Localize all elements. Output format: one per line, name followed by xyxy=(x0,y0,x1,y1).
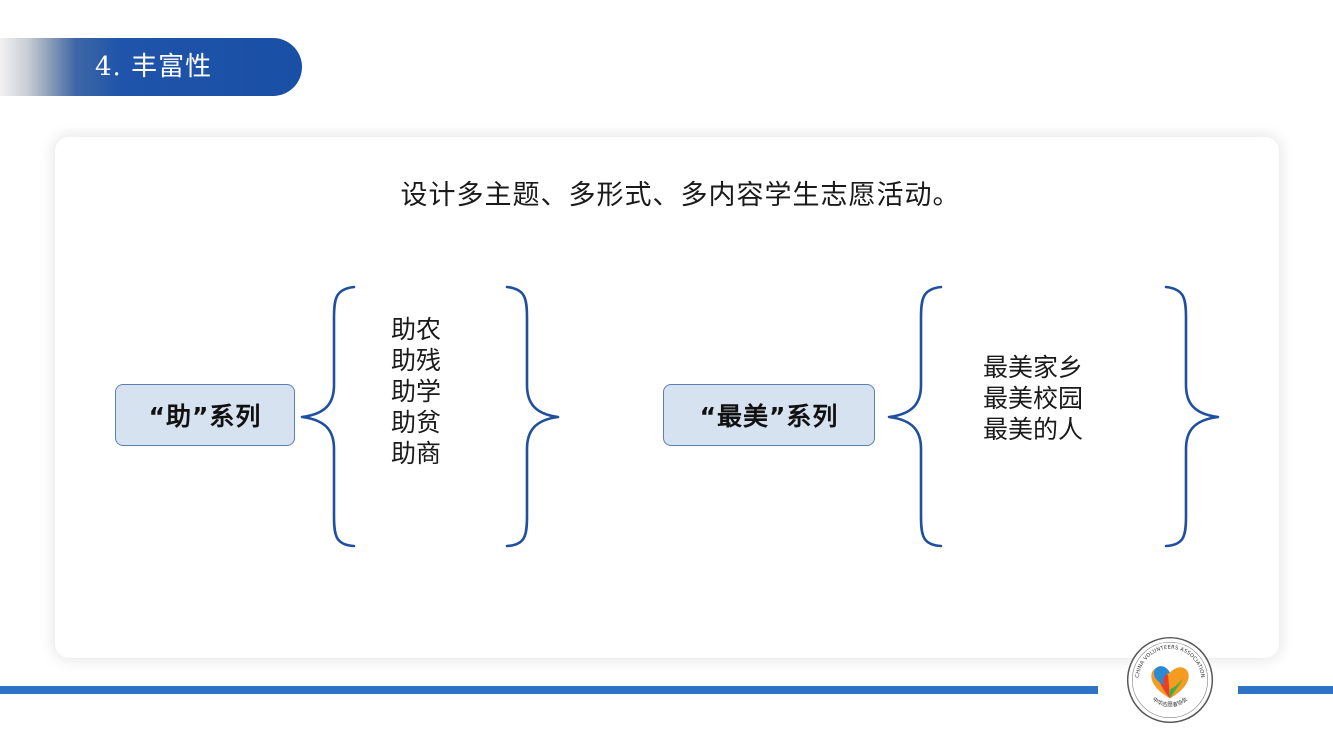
volunteers-association-logo: CHINA VOLUNTEERS ASSOCIATION 中华志愿者协会 xyxy=(1126,636,1214,724)
zuimei-items-list: 最美家乡 最美校园 最美的人 xyxy=(983,352,1083,445)
list-item: 助商 xyxy=(391,439,442,468)
series-label-zuimei: “最美”系列 xyxy=(699,402,839,431)
list-item: 助学 xyxy=(391,377,442,406)
zhu-items-list: 助农 助残 助学 助贫 助商 xyxy=(391,314,441,469)
list-item: 助贫 xyxy=(391,408,442,437)
left-brace-2 xyxy=(887,285,943,548)
list-item: 助农 xyxy=(391,315,442,344)
card-subtitle: 设计多主题、多形式、多内容学生志愿活动。 xyxy=(400,180,961,211)
series-box-zuimei: “最美”系列 xyxy=(663,384,875,446)
series-box-zhu: “助”系列 xyxy=(115,384,295,446)
right-brace-1 xyxy=(505,285,560,548)
list-item: 最美校园 xyxy=(983,384,1084,413)
series-label-zhu: “助”系列 xyxy=(148,402,262,431)
list-item: 最美家乡 xyxy=(983,353,1084,382)
bottom-line-left xyxy=(0,686,1098,694)
section-header-tab xyxy=(0,38,302,96)
right-brace-2 xyxy=(1164,285,1220,548)
section-title: 4. 丰富性 xyxy=(95,52,213,82)
left-brace-1 xyxy=(300,285,356,548)
list-item: 助残 xyxy=(391,346,442,375)
bottom-line-right xyxy=(1238,686,1333,694)
list-item: 最美的人 xyxy=(983,415,1084,444)
